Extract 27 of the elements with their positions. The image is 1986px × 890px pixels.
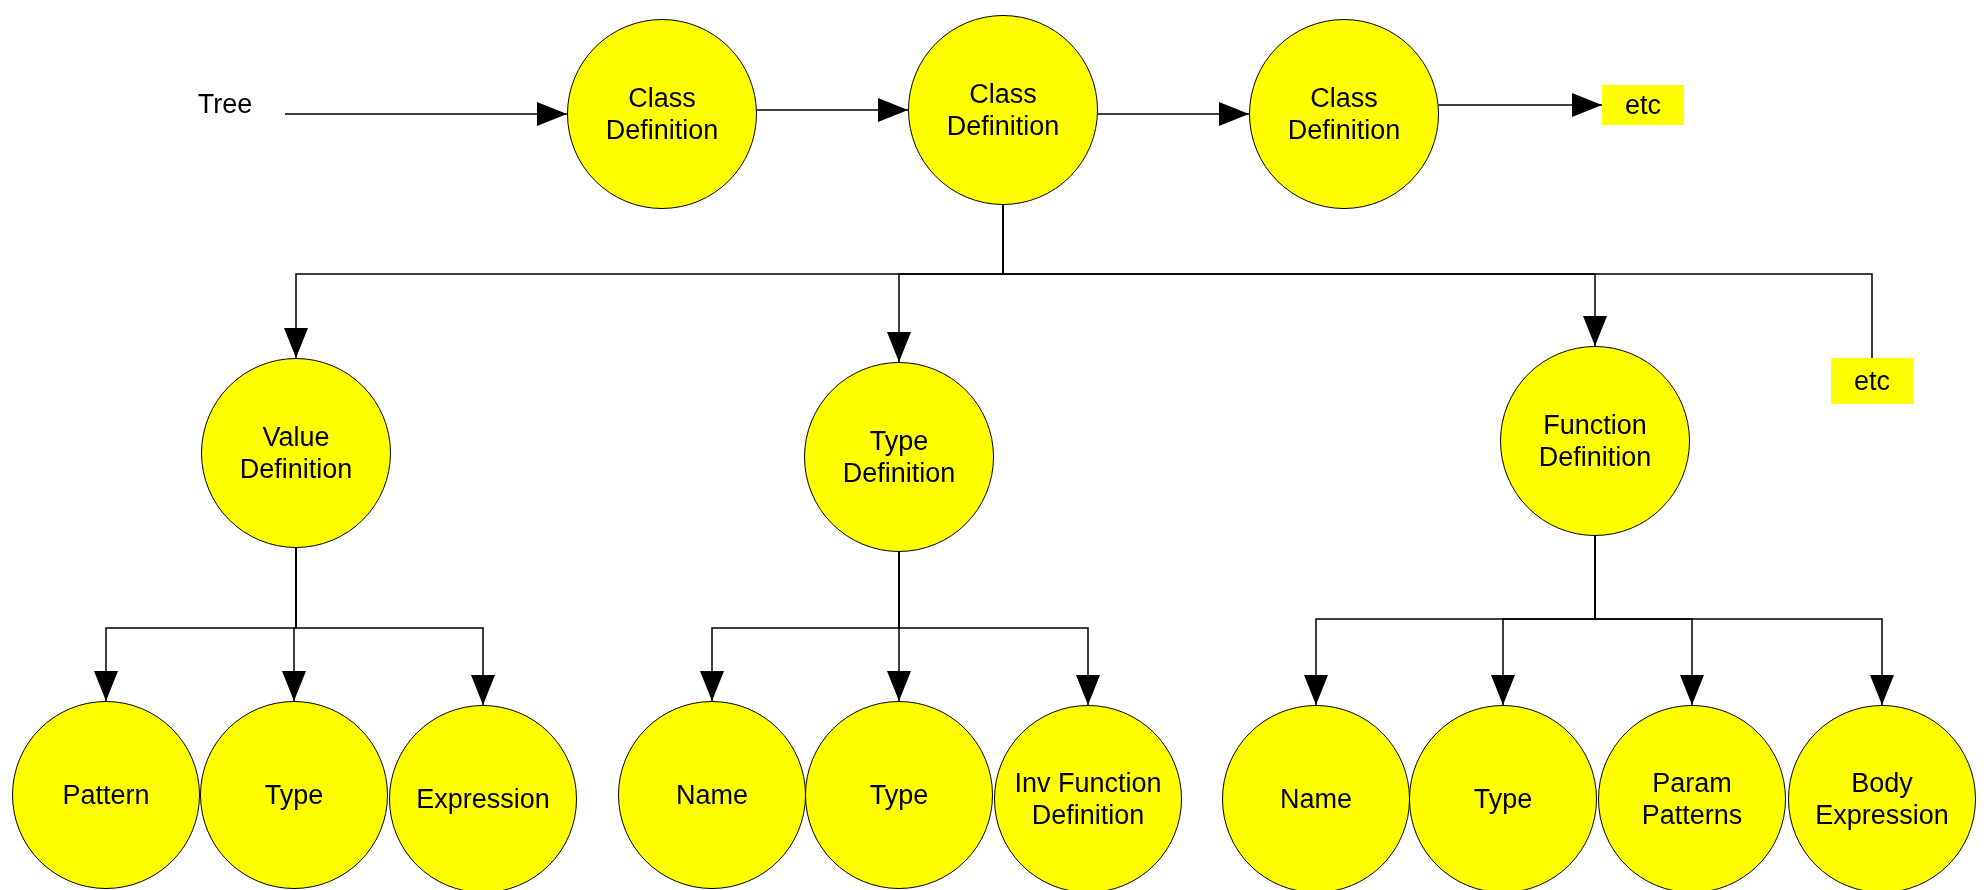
- node-label: Type: [1472, 782, 1534, 816]
- node-label: Type Definition: [841, 424, 957, 490]
- node-label: Type: [263, 778, 325, 812]
- node-label: Type: [868, 778, 930, 812]
- node-label: Value Definition: [238, 420, 354, 486]
- rectangle-node: [1831, 358, 1913, 404]
- node-label: Class Definition: [1286, 81, 1402, 147]
- arrow: [756, 98, 909, 122]
- arrow: [1437, 93, 1603, 117]
- node-label: Class Definition: [945, 77, 1061, 143]
- node-label: Body Expression: [1814, 766, 1950, 832]
- node-label: Expression: [415, 782, 551, 816]
- node-label: etc: [1853, 364, 1891, 398]
- arrow: [898, 551, 1100, 706]
- node-label: Name: [675, 778, 749, 812]
- node-label: etc: [1624, 88, 1662, 122]
- node-label: Param Patterns: [1640, 766, 1744, 832]
- node-label: Function Definition: [1537, 408, 1653, 474]
- node-label: Inv Function Definition: [1013, 766, 1163, 832]
- arrow: [284, 102, 568, 126]
- node-label: Class Definition: [604, 81, 720, 147]
- arrow: [1097, 102, 1250, 126]
- node-label: Name: [1279, 782, 1353, 816]
- node-label: Tree: [196, 87, 254, 121]
- arrow: [295, 547, 495, 706]
- rectangle-node: [1602, 85, 1684, 125]
- node-label: Pattern: [61, 778, 151, 812]
